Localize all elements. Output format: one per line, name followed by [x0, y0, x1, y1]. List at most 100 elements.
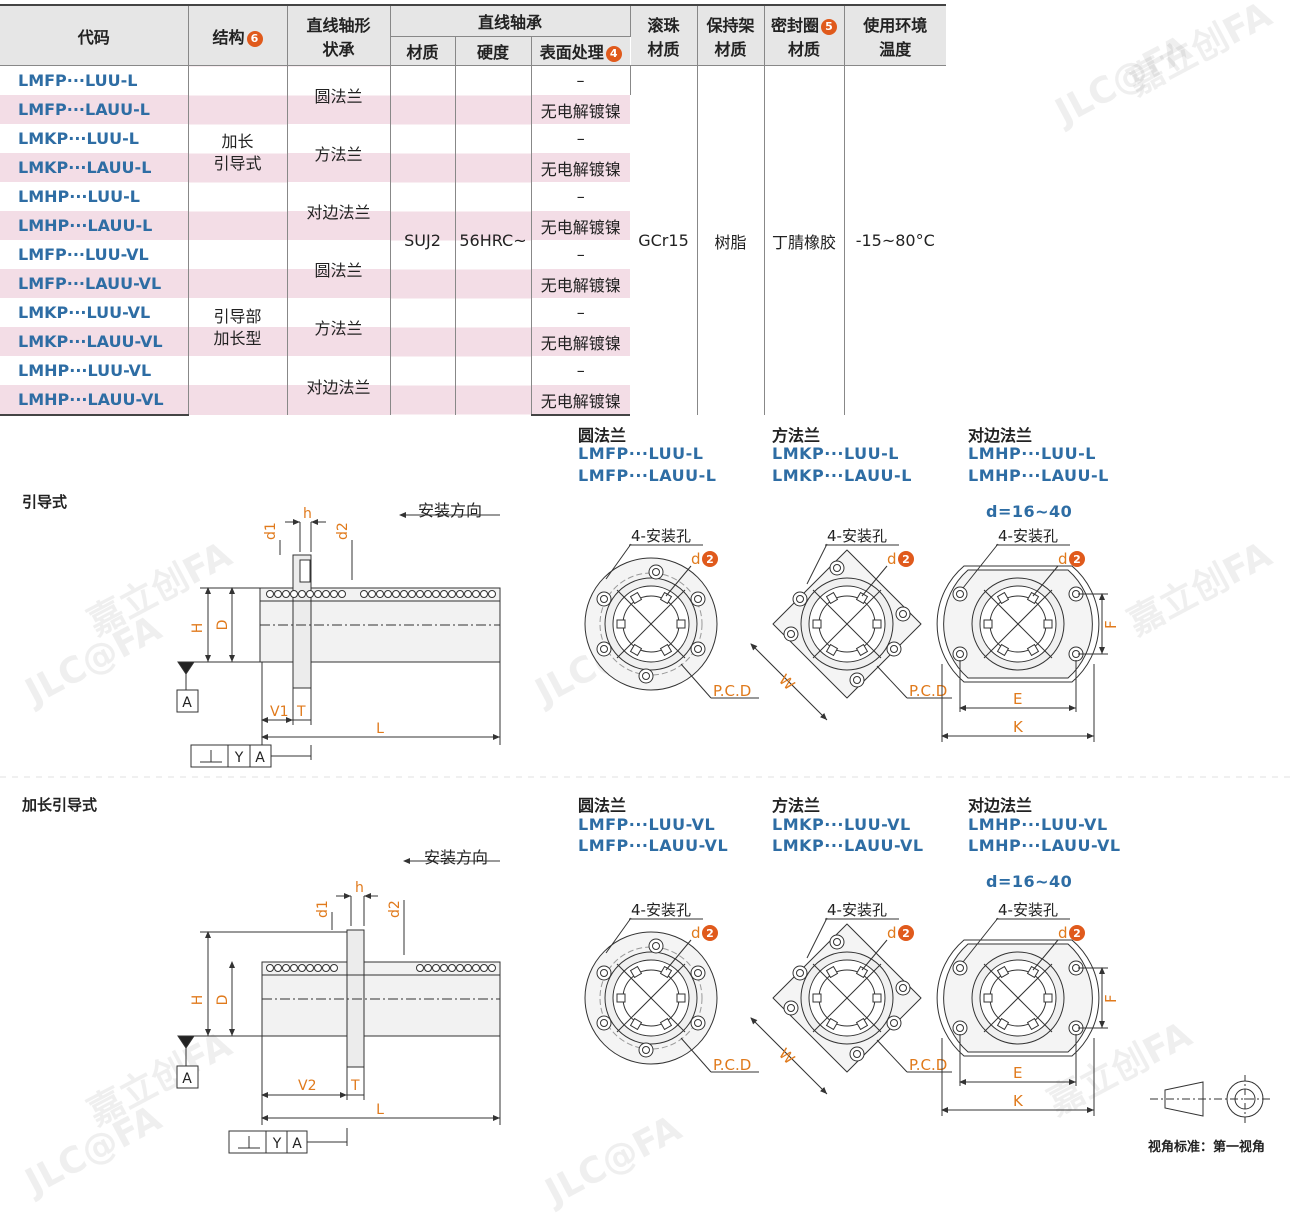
mount-hole: [783, 626, 799, 642]
bore-groove: [812, 619, 822, 629]
mount-hole: [849, 672, 865, 688]
ball: [472, 590, 480, 598]
d-label: d: [691, 550, 701, 568]
mount-hole: [886, 641, 902, 657]
holes-label: 4-安装孔: [998, 527, 1058, 545]
mount-hole: [952, 646, 968, 662]
mount-hole: [792, 591, 808, 607]
model-label: LMFP···LAUU-VL: [578, 836, 729, 855]
bore-groove: [659, 591, 673, 605]
bore-groove: [1026, 965, 1040, 979]
ball: [416, 590, 424, 598]
bore-groove: [996, 1017, 1010, 1031]
dim-h: h: [355, 880, 364, 896]
ball: [322, 964, 330, 972]
bore-groove: [855, 965, 869, 979]
table-cell-surface: 无电解镀镍: [531, 211, 630, 240]
view-title-round: 圆法兰: [578, 796, 627, 815]
ball: [432, 590, 440, 598]
mount-hole: [787, 630, 795, 638]
bore-groove: [659, 965, 673, 979]
view-title-round: 圆法兰: [578, 426, 627, 445]
ball: [290, 590, 298, 598]
dim-d2: d2: [387, 900, 403, 918]
pcd-label: P.C.D: [713, 1056, 751, 1074]
bore-groove: [812, 993, 822, 1003]
mount-hole: [638, 668, 654, 684]
ball: [488, 964, 496, 972]
table-cell-surface: –: [531, 182, 630, 211]
mount-hole: [596, 1015, 612, 1031]
view-title-cut: 对边法兰: [968, 796, 1033, 815]
bore-groove: [616, 619, 626, 629]
header-hardness: 硬度: [455, 36, 532, 66]
ball: [480, 964, 488, 972]
mount-hole: [783, 1000, 799, 1016]
e-label: E: [1013, 1064, 1022, 1082]
mount-hole: [694, 1019, 702, 1027]
table-cell-code: LMFP···LUU-L: [0, 65, 189, 95]
flange: [292, 554, 312, 689]
header-code: 代码: [0, 4, 189, 66]
badge-2-text: 2: [902, 553, 910, 566]
mount-hole: [829, 934, 845, 950]
bore-groove: [983, 993, 993, 1003]
ball: [282, 964, 290, 972]
dim-V: V1: [270, 704, 288, 720]
table-cell-code: LMKP···LAUU-VL: [0, 327, 189, 356]
leader-line: [876, 665, 908, 699]
pcd-label: P.C.D: [909, 1056, 947, 1074]
mount-hole: [956, 1024, 964, 1032]
first-angle-symbol: [1150, 1075, 1270, 1123]
dim-line: [750, 643, 828, 721]
bore-groove: [629, 591, 643, 605]
table-cell-code: LMKP···LUU-VL: [0, 298, 189, 327]
ball: [330, 964, 338, 972]
center-mark: [616, 589, 686, 659]
table-cell-structure: 加长 引导式: [188, 65, 288, 240]
ball: [384, 590, 392, 598]
dim-V: V2: [298, 1078, 316, 1094]
tol-A: A: [292, 1136, 302, 1152]
w-label: W: [775, 671, 798, 694]
mount-hole: [952, 960, 968, 976]
bore-groove: [996, 591, 1010, 605]
tol-Y: Y: [272, 1136, 282, 1152]
model-label: LMKP···LUU-VL: [772, 815, 911, 834]
d-label: d: [887, 924, 897, 942]
d-label: d: [887, 550, 897, 568]
mount-hole: [694, 969, 702, 977]
mount-hole: [642, 672, 650, 680]
section-title-guide: 引导式: [22, 493, 68, 511]
ball: [376, 590, 384, 598]
dim-H: H: [190, 623, 206, 634]
badge-2-text: 2: [1073, 553, 1081, 566]
holes-label: 4-安装孔: [827, 901, 887, 919]
k-label: K: [1013, 1092, 1024, 1110]
ball: [298, 964, 306, 972]
mount-hole: [952, 586, 968, 602]
badge-2: [898, 925, 914, 941]
ball: [392, 590, 400, 598]
leader-line: [605, 543, 632, 580]
mount-hole: [796, 969, 804, 977]
table-cell-shape: 圆法兰: [287, 240, 391, 298]
bore-groove: [629, 643, 643, 657]
d-label: d: [1058, 550, 1068, 568]
bore-groove: [825, 643, 839, 657]
mount-hole: [694, 645, 702, 653]
table-cell-code: LMFP···LAUU-L: [0, 95, 189, 124]
table-cell-code: LMKP···LAUU-L: [0, 153, 189, 182]
ball: [274, 964, 282, 972]
dim-T: T: [296, 704, 306, 720]
leader-line: [665, 939, 692, 971]
model-label: LMHP···LUU-L: [968, 444, 1096, 463]
model-label: LMHP···LAUU-L: [968, 466, 1109, 485]
bore-groove: [676, 993, 686, 1003]
mount-hole: [690, 591, 706, 607]
dim-H: H: [190, 995, 206, 1006]
dim-D: D: [215, 995, 231, 1006]
model-label: LMKP···LUU-L: [772, 444, 899, 463]
